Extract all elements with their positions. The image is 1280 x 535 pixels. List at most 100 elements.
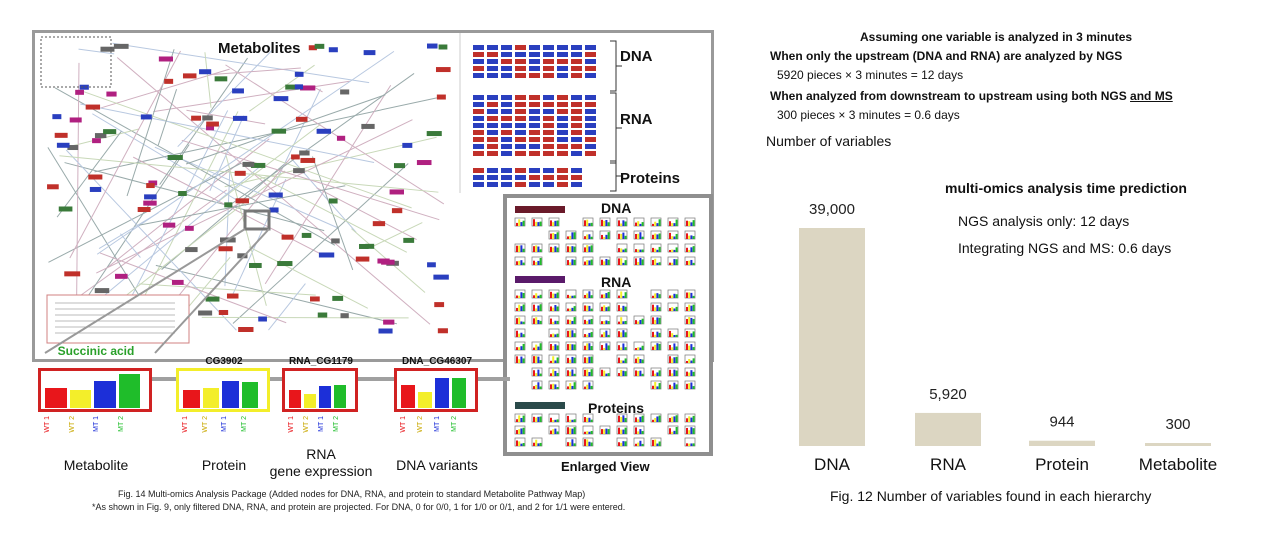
pathway-edge <box>79 89 412 209</box>
enlarged-cell-bar <box>673 416 676 422</box>
rna-node <box>515 109 526 114</box>
pathway-node <box>115 273 128 279</box>
enlarged-cell-bar <box>671 416 674 422</box>
mini-chart-title: CG3902 <box>205 356 243 367</box>
enlarged-cell-bar <box>641 236 644 239</box>
enlarged-cell-bar <box>622 295 625 298</box>
bar-value-label: 5,920 <box>929 386 967 403</box>
enlarged-cell-bar <box>550 318 552 324</box>
map-title: Metabolites <box>218 40 301 57</box>
annotation-ngs-ms: Integrating NGS and MS: 0.6 days <box>958 240 1172 256</box>
bar-value-label: 39,000 <box>809 201 855 218</box>
enlarged-cell-bar <box>639 370 642 376</box>
zoom-region <box>243 209 271 231</box>
dna-node <box>487 66 498 71</box>
enlarged-cell-bar <box>622 370 625 376</box>
enlarged-cell-bar <box>603 236 606 239</box>
enlarged-cell-bar <box>688 304 691 311</box>
enlarged-cell-bar <box>537 346 540 350</box>
pathway-node <box>238 327 254 333</box>
enlarged-cell-bar <box>690 382 693 389</box>
enlarged-cell-bar <box>607 321 610 324</box>
pathway-edge <box>112 42 370 84</box>
pathway-node <box>372 221 386 227</box>
enlarged-cell-bar <box>554 293 557 298</box>
pathway-edge <box>76 189 228 299</box>
mini-bar <box>183 390 200 408</box>
pathway-node <box>137 207 151 213</box>
rna-node <box>501 116 512 121</box>
enlarged-cell-bar <box>654 373 657 376</box>
enlarged-cell-bar <box>692 428 695 434</box>
enlarged-cell-bar <box>539 416 542 422</box>
enlarged-cell-bar <box>692 318 695 324</box>
enlarged-cell-bar <box>624 332 627 337</box>
pathway-edge <box>80 103 375 163</box>
pathway-edge <box>248 246 369 309</box>
enlarged-cell-bar <box>539 442 542 446</box>
enlarged-cell-bar <box>584 431 586 434</box>
enlarged-cell-bar <box>603 370 606 376</box>
enlarged-cell-bar <box>537 382 540 389</box>
enlarged-cell-bar <box>639 249 642 252</box>
enlarged-cell-bar <box>601 429 603 434</box>
enlarged-cell-bar <box>590 308 593 311</box>
enlarged-cell-bar <box>569 428 572 434</box>
pathway-node <box>162 222 176 228</box>
enlarged-cell-bar <box>658 233 661 239</box>
pathway-node <box>214 76 228 82</box>
enlarged-cell-bar <box>618 415 620 422</box>
enlarged-cell-bar <box>586 219 589 226</box>
pathway-node <box>268 192 283 198</box>
enlarged-cell-bar <box>571 369 574 376</box>
bar-dna <box>799 228 865 446</box>
pathway-edge <box>210 67 301 76</box>
rna-node <box>473 123 484 128</box>
pathway-node <box>402 142 413 148</box>
enlarged-cell-bar <box>624 320 627 324</box>
enlarged-cell-bar <box>690 443 693 446</box>
enlarged-cell-bar <box>607 429 610 434</box>
mini-bar <box>45 388 67 408</box>
enlarged-cell-bar <box>584 294 586 298</box>
enlarged-cell-bar <box>639 319 642 324</box>
pathway-node <box>291 154 300 160</box>
enlarged-cell-bar <box>654 221 657 226</box>
enlarged-cell-bar <box>620 258 623 265</box>
enlarged-cell-bar <box>590 369 593 376</box>
enlarged-cell-bar <box>556 333 559 337</box>
enlarged-cell-bar <box>622 441 625 446</box>
rna-node <box>557 95 568 100</box>
enlarged-cell-bar <box>688 221 691 226</box>
enlarged-cell-bar <box>573 419 576 422</box>
enlarged-cell-bar <box>556 292 559 298</box>
enlarged-cell-bar <box>624 371 627 376</box>
dna-node <box>501 52 512 57</box>
rna-node <box>529 95 540 100</box>
enlarged-cell-bar <box>673 249 676 252</box>
enlarged-cell-bar <box>641 373 644 376</box>
enlarged-cell-bar <box>539 386 542 389</box>
dna-node <box>571 52 582 57</box>
rna-node <box>571 151 582 156</box>
pathway-node <box>182 73 197 79</box>
enlarged-cell-bar <box>586 260 589 265</box>
protein-node <box>515 182 526 187</box>
rna-node <box>529 151 540 156</box>
enlarged-cell-bar <box>567 442 569 446</box>
dna-node <box>585 52 596 57</box>
pathway-edge <box>154 146 340 229</box>
pathway-node <box>52 114 62 120</box>
protein-node <box>557 175 568 180</box>
omics-label-rna: RNA <box>620 111 653 128</box>
pathway-node <box>363 50 376 56</box>
enlarged-cell-bar <box>567 294 569 298</box>
enlarged-cell-bar <box>552 419 555 422</box>
pathway-edge <box>183 256 231 314</box>
enlarged-cell-bar <box>520 321 523 324</box>
pathway-node <box>328 198 338 204</box>
ngs-ms-heading: When analyzed from downstream to upstrea… <box>770 89 1173 103</box>
enlarged-cell-bar <box>654 319 657 324</box>
enlarged-cell-bar <box>652 260 654 265</box>
enlarged-cell-bar <box>671 333 674 337</box>
